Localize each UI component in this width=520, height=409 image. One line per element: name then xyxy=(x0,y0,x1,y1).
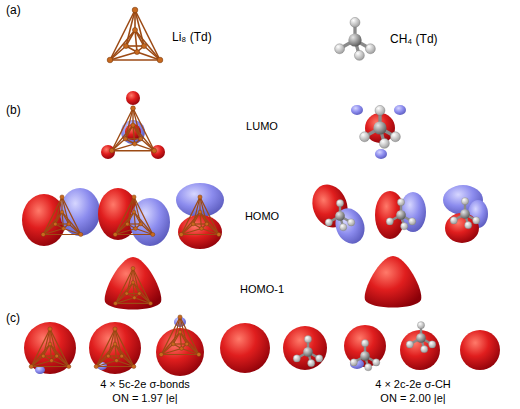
methane-homo-1 xyxy=(365,256,422,308)
orbital-label: HOMO-1 xyxy=(240,283,284,296)
methane-homo-1-part xyxy=(365,256,422,308)
methane-lumo-part xyxy=(394,105,406,115)
methane-sigma-ch-part xyxy=(406,322,436,353)
li8-homo-1-part xyxy=(105,257,162,310)
methane-homo-part xyxy=(325,200,355,231)
li8-lumo-part xyxy=(126,91,140,105)
methane-molecule xyxy=(335,17,376,60)
methane-sigma-ch-part xyxy=(460,330,500,370)
molecule-label: Li₈ (Td) xyxy=(172,31,212,44)
methane-sigma-ch-part xyxy=(293,336,323,367)
li8-homo xyxy=(22,183,224,249)
li8-sigma-bonds-part xyxy=(89,322,141,374)
li8-cluster-part xyxy=(107,7,163,63)
li8-lumo-part xyxy=(109,106,156,153)
methane-lumo xyxy=(351,105,406,159)
methane-sigma-ch xyxy=(283,322,500,371)
li8-homo-1 xyxy=(105,257,162,310)
occupation-label: ON = 1.97 |e| xyxy=(112,392,177,405)
li8-homo-part xyxy=(113,195,155,237)
methane-homo-part xyxy=(386,199,416,230)
li8-cluster xyxy=(107,7,163,63)
occupation-label: ON = 2.00 |e| xyxy=(380,392,445,405)
panel-letter: (a) xyxy=(6,4,21,17)
methane-sigma-ch-part xyxy=(350,340,380,371)
orbital-label: LUMO xyxy=(246,120,278,133)
panel-letter: (c) xyxy=(6,312,20,325)
li8-sigma-bonds-part xyxy=(35,366,45,374)
molecule-label: CH₄ (Td) xyxy=(390,33,438,46)
orbital-label: HOMO xyxy=(245,210,279,223)
li8-sigma-bonds xyxy=(24,315,270,376)
li8-homo-part xyxy=(179,195,221,237)
methane-lumo-part xyxy=(351,105,363,115)
panel-letter: (b) xyxy=(6,104,21,117)
methane-lumo-part xyxy=(360,105,401,148)
methane-homo-part xyxy=(450,198,480,229)
li8-sigma-bonds-part xyxy=(220,323,270,373)
li8-homo-1-part xyxy=(114,266,153,305)
methane-homo-part xyxy=(331,204,370,247)
methane-sigma-ch-part xyxy=(283,326,327,370)
bond-label: 4 × 2c-2e σ-CH xyxy=(375,378,451,391)
methane-lumo-part xyxy=(375,149,387,159)
li8-sigma-bonds-part xyxy=(29,327,71,369)
bond-label: 4 × 5c-2e σ-bonds xyxy=(100,378,190,391)
methane-homo xyxy=(307,180,488,248)
li8-sigma-bonds-part xyxy=(24,322,76,374)
li8-lumo xyxy=(101,91,165,159)
li8-sigma-bonds-part xyxy=(94,327,136,369)
li8-sigma-bonds-part xyxy=(159,315,201,357)
li8-homo-part xyxy=(41,195,83,237)
methane-molecule-part xyxy=(335,17,376,60)
